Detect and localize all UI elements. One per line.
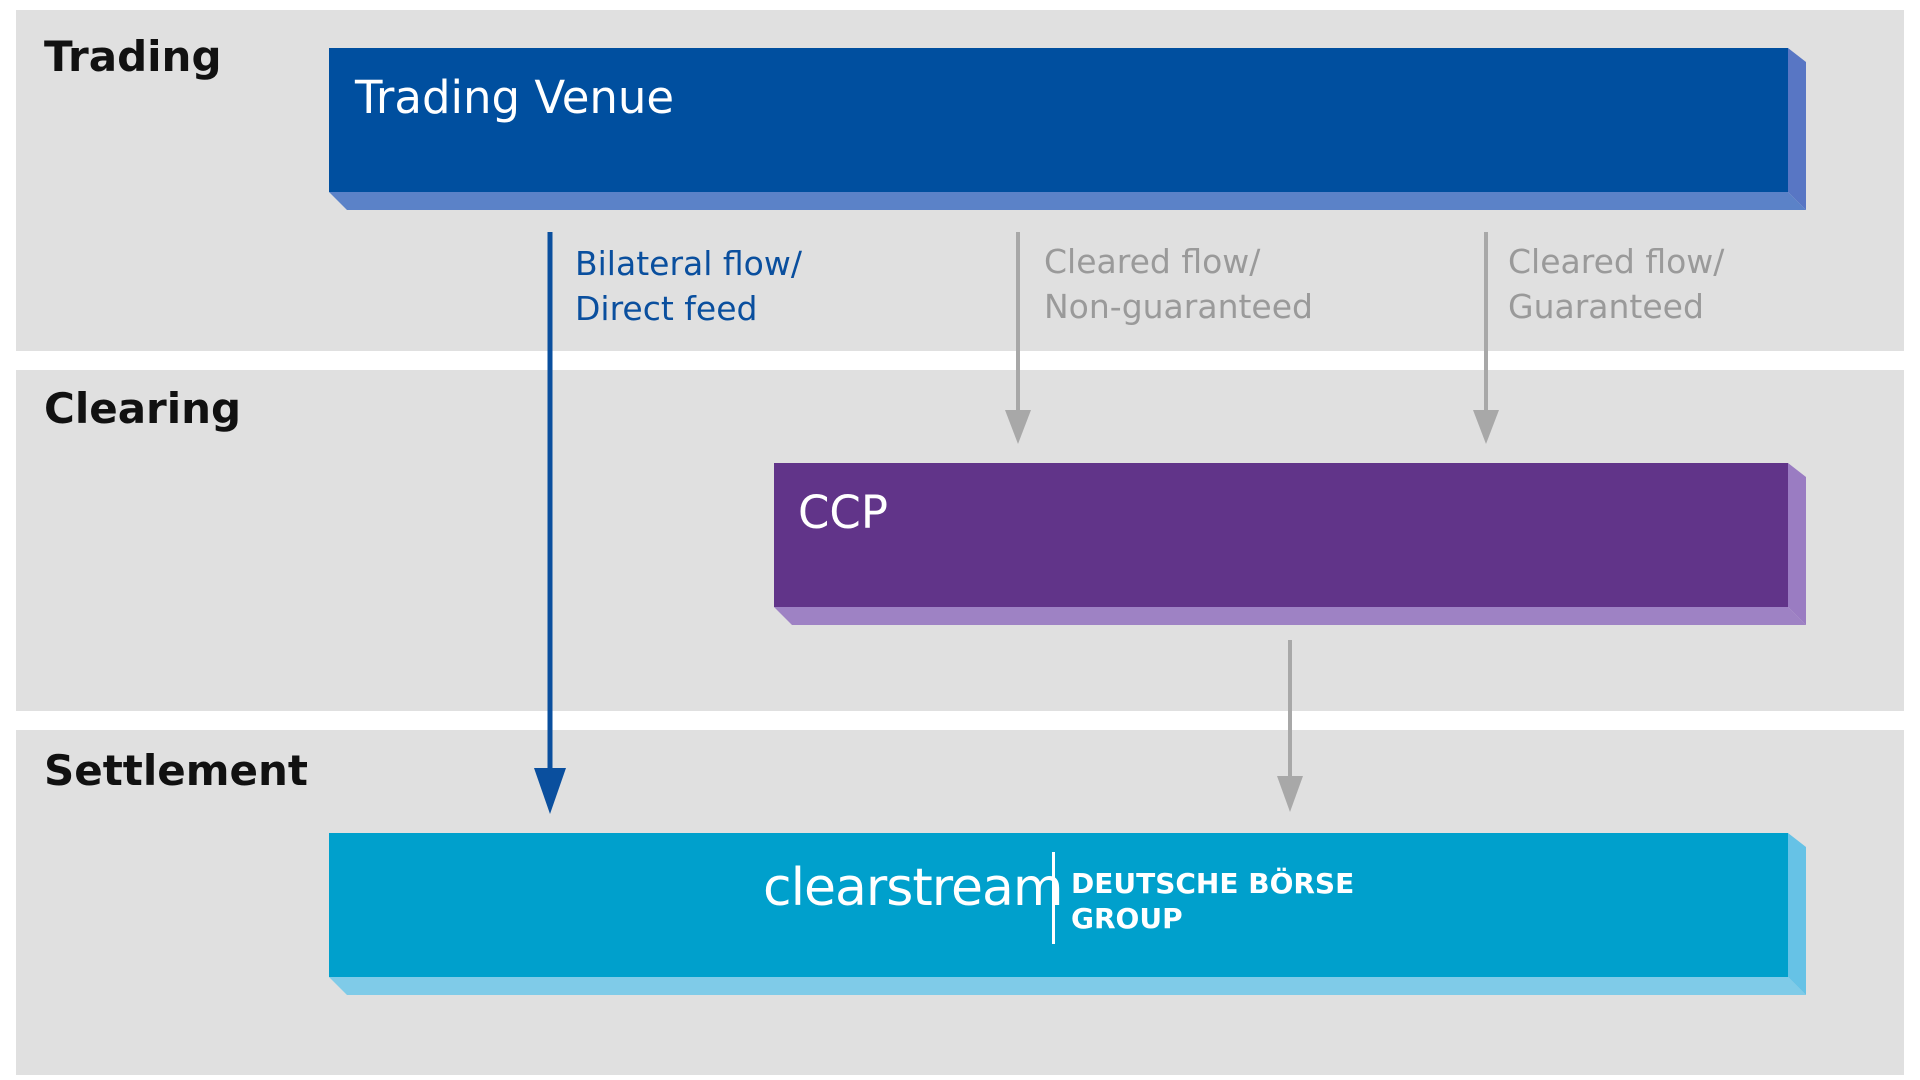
settlement-block — [329, 833, 1806, 995]
clearstream-wordmark: clearstream — [763, 858, 1064, 918]
bilateral-flow-arrow — [534, 232, 566, 814]
non-guaranteed-flow-arrow — [1005, 232, 1031, 444]
trading-venue-block — [329, 48, 1806, 210]
ccp-to-settlement-arrow — [1277, 640, 1303, 812]
bilateral-flow-line1: Bilateral flow/ — [575, 244, 802, 283]
bilateral-flow-label: Bilateral flow/ Direct feed — [575, 241, 802, 331]
ccp-title: CCP — [798, 486, 888, 539]
trading-label: Trading — [44, 32, 222, 81]
brand-divider — [1052, 852, 1055, 944]
deutsche-boerse-group-logo: DEUTSCHE BÖRSE GROUP — [1071, 866, 1354, 936]
non-guaranteed-flow-line1: Cleared flow/ — [1044, 242, 1261, 281]
ccp-block — [774, 463, 1806, 625]
guaranteed-flow-arrow — [1473, 232, 1499, 444]
brand-group-line2: GROUP — [1071, 902, 1183, 935]
trading-venue-title: Trading Venue — [355, 71, 675, 124]
guaranteed-flow-line2: Guaranteed — [1508, 287, 1704, 326]
brand-group-line1: DEUTSCHE BÖRSE — [1071, 867, 1355, 900]
non-guaranteed-flow-label: Cleared flow/ Non-guaranteed — [1044, 239, 1313, 329]
settlement-label: Settlement — [44, 746, 308, 795]
guaranteed-flow-label: Cleared flow/ Guaranteed — [1508, 239, 1724, 329]
non-guaranteed-flow-line2: Non-guaranteed — [1044, 287, 1313, 326]
bilateral-flow-line2: Direct feed — [575, 289, 758, 328]
guaranteed-flow-line1: Cleared flow/ — [1508, 242, 1725, 281]
clearing-label: Clearing — [44, 384, 242, 433]
